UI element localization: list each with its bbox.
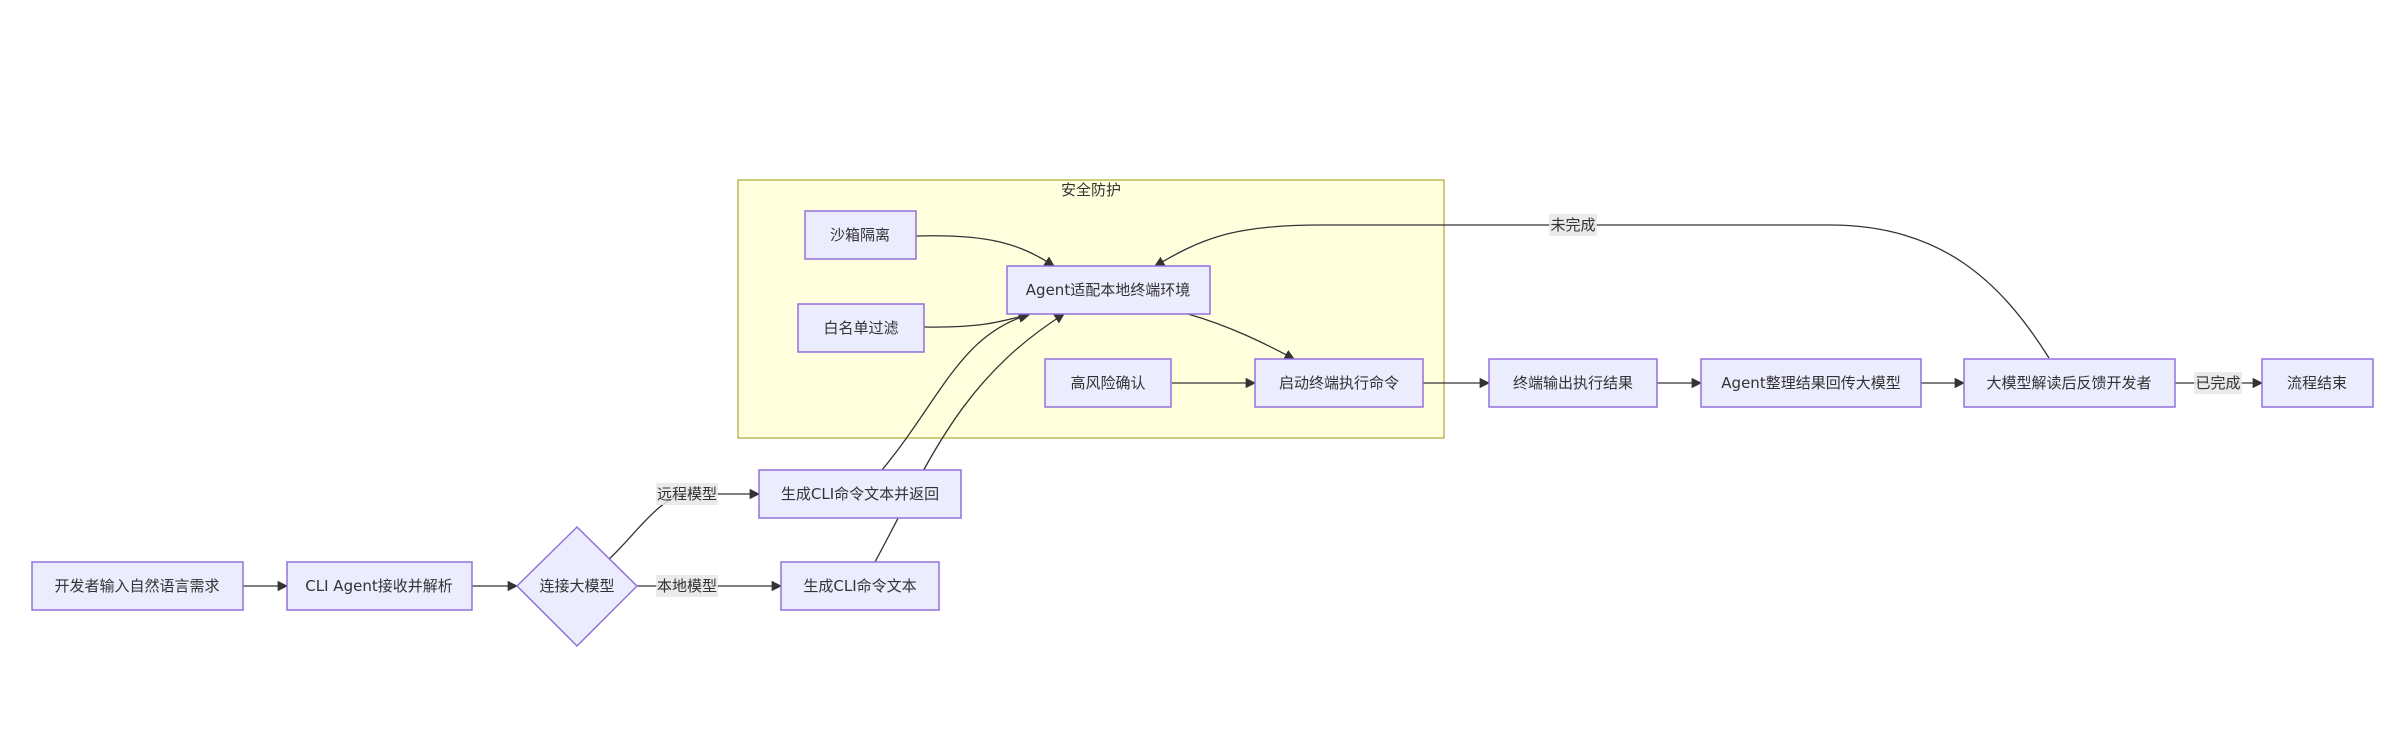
edge-local-to-adapt <box>874 313 1065 563</box>
node-model-feedback: 大模型解读后反馈开发者 <box>1963 358 2176 408</box>
edge-labels: 远程模型 本地模型 未完成 已完成 <box>656 214 2242 597</box>
edge-sandbox-to-adapt <box>915 235 1055 267</box>
node-launch-exec: 启动终端执行命令 <box>1254 358 1424 408</box>
node-connect-model-decision: 连接大模型 <box>515 525 639 648</box>
node-local-gen: 生成CLI命令文本 <box>780 561 940 611</box>
node-flow-end: 流程结束 <box>2261 358 2374 408</box>
edge-label-remote-text: 远程模型 <box>657 485 717 503</box>
node-term-output: 终端输出执行结果 <box>1488 358 1658 408</box>
node-high-risk: 高风险确认 <box>1044 358 1172 408</box>
edge-adapt-to-launch <box>1187 313 1295 360</box>
node-adapt-env: Agent适配本地终端环境 <box>1006 265 1211 315</box>
node-model-feedback-label: 大模型解读后反馈开发者 <box>1986 374 2151 392</box>
edge-label-complete: 已完成 <box>2194 372 2242 394</box>
node-dev-input-label: 开发者输入自然语言需求 <box>54 577 219 595</box>
edges <box>243 224 2264 592</box>
edge-label-local-text: 本地模型 <box>657 577 717 595</box>
node-cli-parse: CLI Agent接收并解析 <box>286 561 473 611</box>
edge-label-complete-text: 已完成 <box>2195 374 2240 392</box>
edge-label-incomplete: 未完成 <box>1549 214 1597 236</box>
edge-label-remote: 远程模型 <box>656 483 718 505</box>
node-cli-parse-label: CLI Agent接收并解析 <box>305 577 452 595</box>
edge-label-incomplete-text: 未完成 <box>1550 216 1595 234</box>
node-agent-return-label: Agent整理结果回传大模型 <box>1721 374 1900 392</box>
node-whitelist-label: 白名单过滤 <box>823 319 898 337</box>
node-remote-gen: 生成CLI命令文本并返回 <box>758 469 962 519</box>
node-agent-return: Agent整理结果回传大模型 <box>1700 358 1922 408</box>
edge-feedback-to-adapt <box>1154 224 2050 359</box>
node-sandbox-label: 沙箱隔离 <box>830 226 890 244</box>
nodes: 开发者输入自然语言需求 CLI Agent接收并解析 连接大模型 生成CLI命令… <box>31 210 2374 648</box>
node-connect-model-label: 连接大模型 <box>539 577 614 595</box>
node-remote-gen-label: 生成CLI命令文本并返回 <box>781 485 939 503</box>
node-dev-input: 开发者输入自然语言需求 <box>31 561 244 611</box>
node-launch-exec-label: 启动终端执行命令 <box>1279 374 1399 392</box>
node-local-gen-label: 生成CLI命令文本 <box>803 577 916 595</box>
node-term-output-label: 终端输出执行结果 <box>1513 374 1633 392</box>
edge-remote-to-adapt <box>881 312 1029 471</box>
edge-whitelist-to-adapt <box>923 311 1032 328</box>
edge-label-local: 本地模型 <box>656 575 718 597</box>
security-cluster-title: 安全防护 <box>1061 181 1121 199</box>
node-high-risk-label: 高风险确认 <box>1070 374 1145 392</box>
node-sandbox: 沙箱隔离 <box>804 210 917 260</box>
node-flow-end-label: 流程结束 <box>2287 374 2347 392</box>
node-whitelist: 白名单过滤 <box>797 303 925 353</box>
node-adapt-env-label: Agent适配本地终端环境 <box>1026 281 1190 299</box>
